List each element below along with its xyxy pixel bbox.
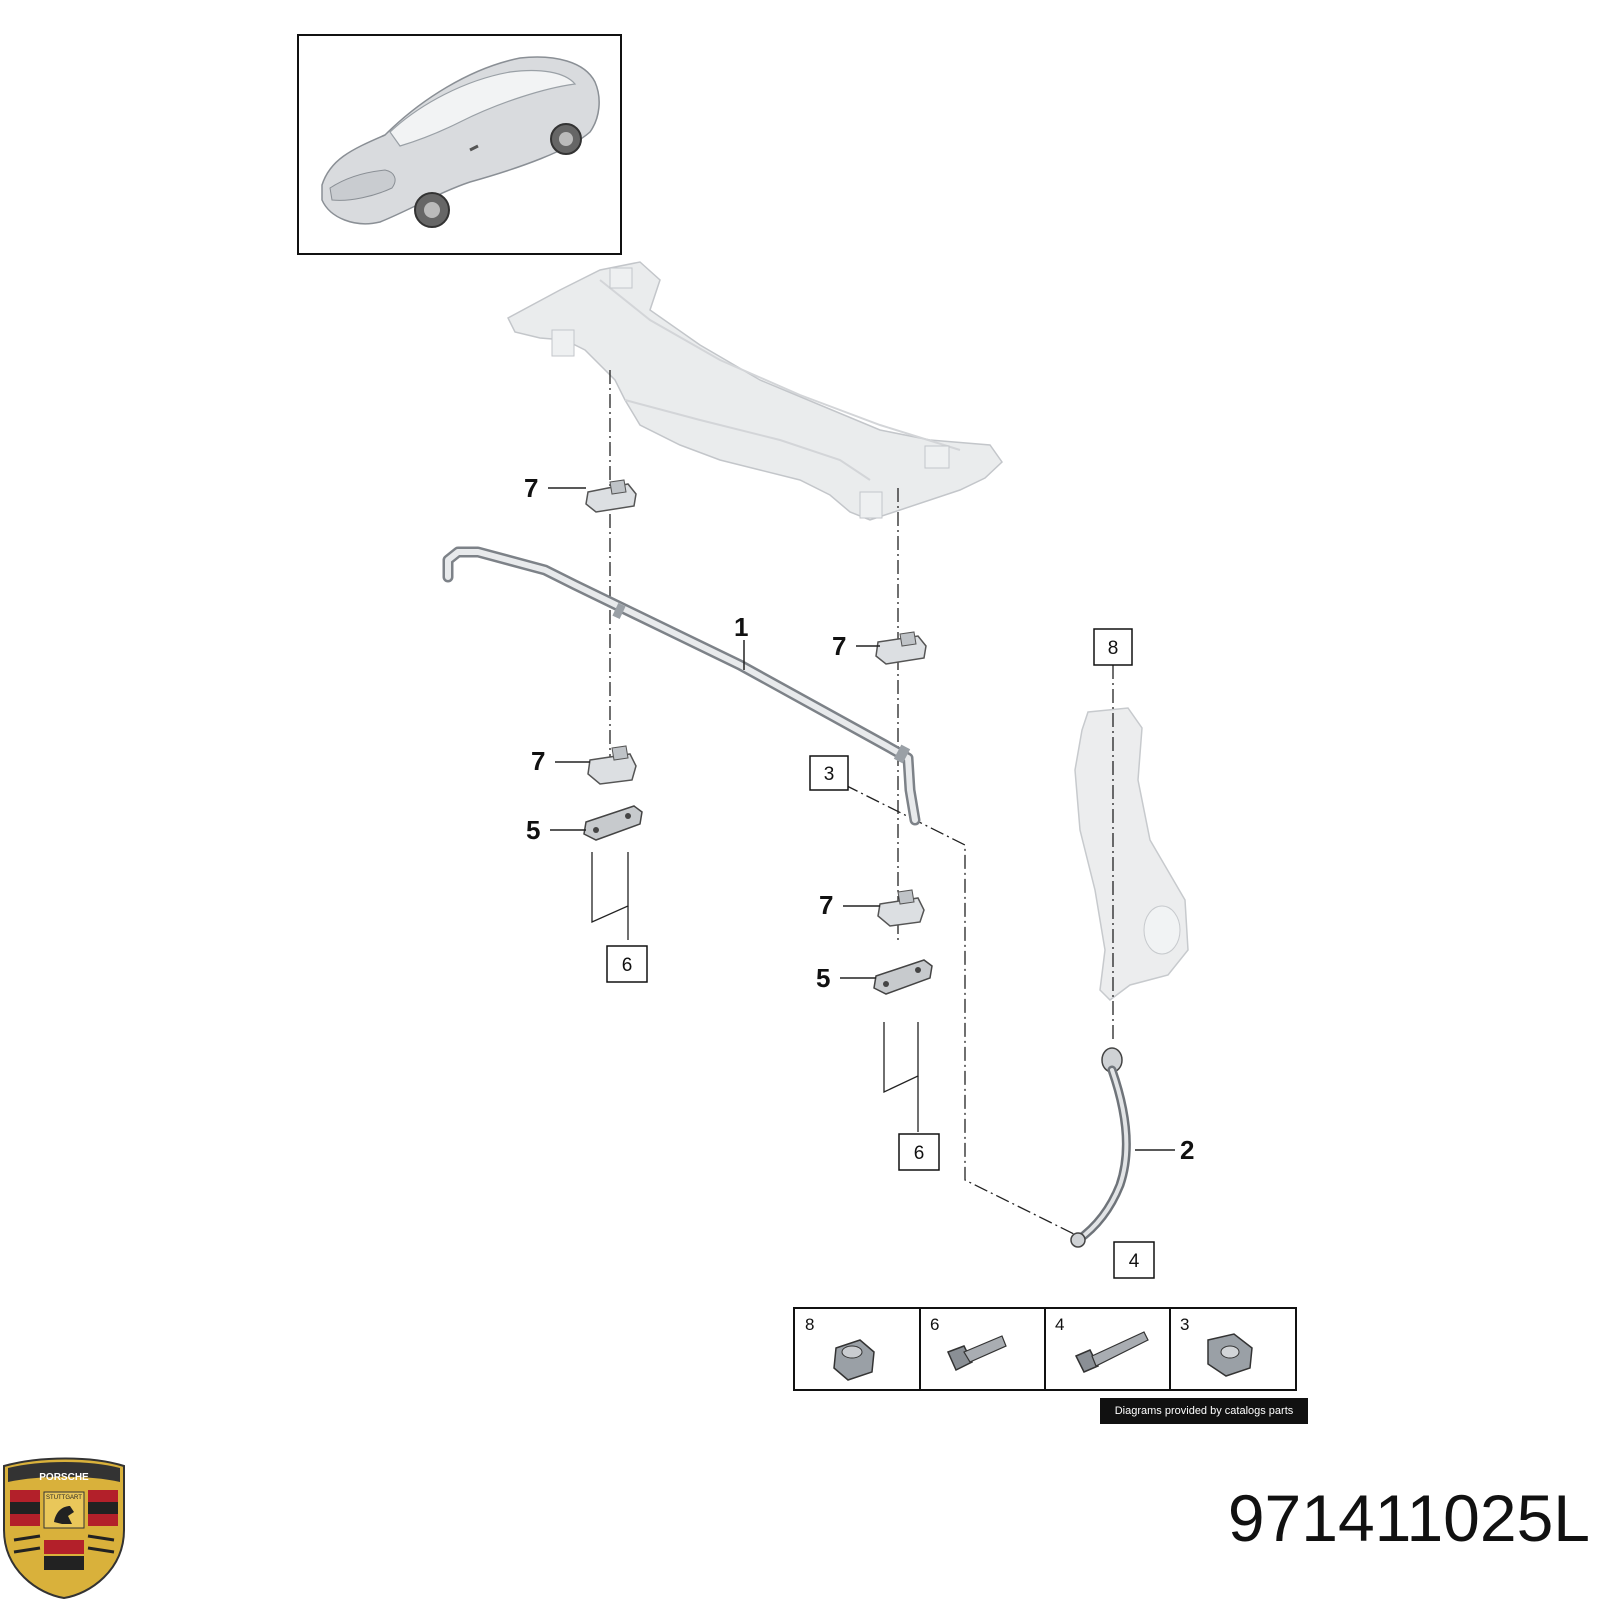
part-number: 971411025L: [1227, 1481, 1590, 1555]
leader-lines: [548, 487, 1175, 1151]
box-ref-8: 8: [1108, 638, 1119, 659]
callout-5: 5: [526, 815, 540, 845]
bolt-lines: [591, 852, 919, 1132]
wheel-carrier: [1074, 707, 1189, 1001]
flange-nut-icon: [833, 1339, 875, 1381]
logo-city-text: STUTTGART: [46, 1495, 82, 1501]
fastener-legend: 8 6 4 3: [793, 1307, 1297, 1391]
stabilizer-bar: [442, 546, 921, 826]
callout-numbers: 7 7 7 7 5 5 1 2: [524, 473, 1194, 1165]
legend-number: 3: [1180, 1315, 1189, 1334]
callout-7: 7: [832, 631, 846, 661]
legend-number: 6: [930, 1315, 939, 1334]
callout-1: 1: [734, 612, 748, 642]
long-bolt-icon: [1074, 1331, 1149, 1373]
hex-nut-icon: [1207, 1333, 1253, 1377]
box-ref-3: 3: [824, 764, 835, 785]
callout-7: 7: [531, 746, 545, 776]
short-bolt-icon: [946, 1335, 1007, 1372]
box-ref-6: 6: [622, 955, 633, 976]
box-ref-6: 6: [914, 1143, 925, 1164]
legend-number: 8: [805, 1315, 814, 1334]
legend-number: 4: [1055, 1315, 1064, 1334]
car-illustration: [321, 56, 600, 228]
vehicle-thumbnail: [297, 34, 622, 255]
logo-brand-text: PORSCHE: [39, 1472, 89, 1483]
stabilizer-link: [1070, 1047, 1131, 1248]
diagram-credit-label: Diagrams provided by catalogs parts: [1100, 1398, 1308, 1424]
boxed-references: 8 3 6 6 4: [606, 628, 1155, 1279]
callout-5: 5: [816, 963, 830, 993]
assembly-lines: [609, 370, 1114, 1237]
clamp-brackets: [583, 805, 933, 995]
rear-subframe: [507, 261, 1003, 521]
callout-7: 7: [524, 473, 538, 503]
callout-2: 2: [1180, 1135, 1194, 1165]
porsche-crest-logo: PORSCHE STUTTGART: [3, 1457, 125, 1600]
bushing-parts: [585, 479, 927, 927]
callout-7: 7: [819, 890, 833, 920]
box-ref-4: 4: [1129, 1251, 1140, 1272]
